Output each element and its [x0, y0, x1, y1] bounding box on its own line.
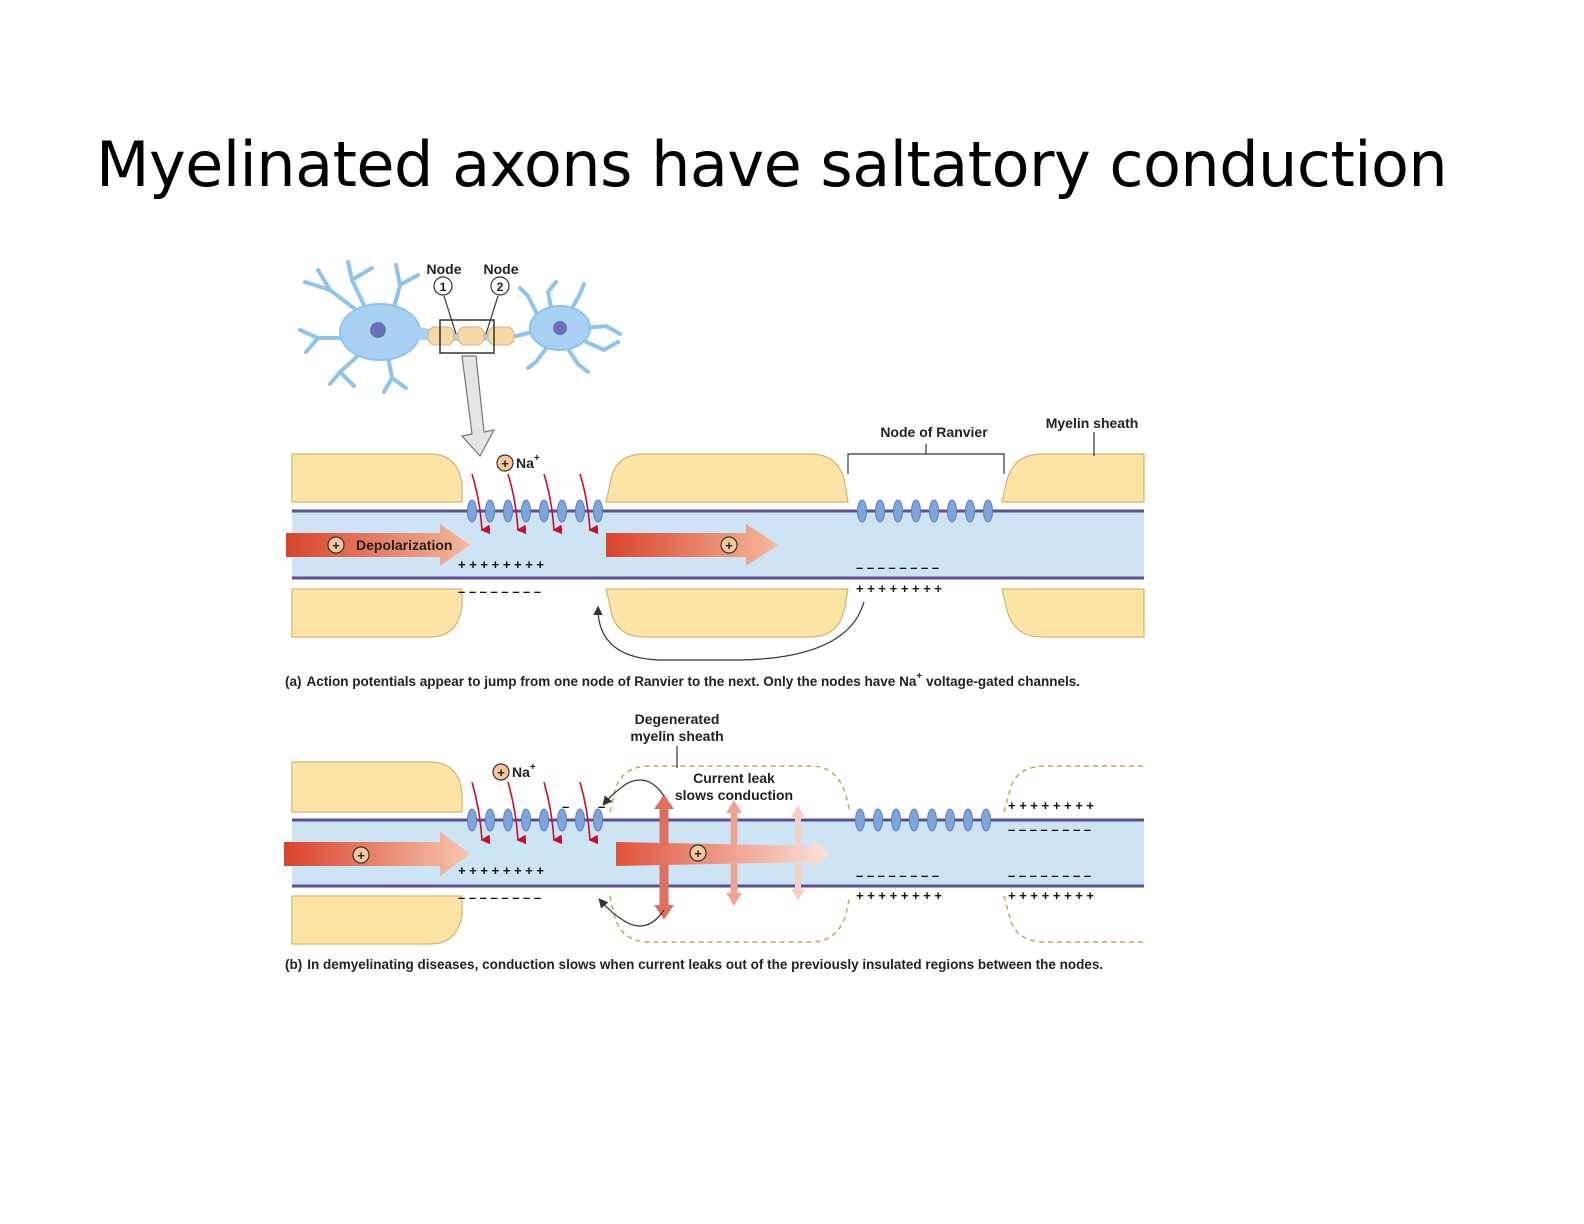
neuron-inset: Node 1 Node 2: [298, 260, 622, 458]
myelin-segment: [605, 453, 849, 503]
local-current-loop-arrow: [593, 601, 865, 661]
segment3-outside-top-charges: + + + + + + + +: [1008, 798, 1094, 813]
leak-charge-marks: –: [562, 799, 569, 814]
segment3-inside-bottom-charges: – – – – – – – –: [1008, 868, 1091, 883]
segment3-outside-bottom-charges: + + + + + + + +: [1008, 888, 1094, 903]
panel-b: + Na+ + + + + + + + + + +: [284, 711, 1144, 972]
na-label: Na+: [516, 453, 540, 471]
panel-a-caption: (a)Action potentials appear to jump from…: [285, 671, 1080, 689]
node2-marker: [490, 276, 510, 296]
degenerated-myelin-label: Degenerated: [635, 711, 720, 727]
na-label: Na+: [512, 762, 536, 780]
myelin-segment: [291, 895, 463, 945]
node-of-ranvier-bracket: [847, 444, 1005, 474]
zoom-arrow-icon: [460, 355, 496, 458]
node2-inside-charges: – – – – – – – –: [856, 868, 939, 883]
sodium-ion-icon: [496, 454, 514, 472]
na-channels-node-1: [467, 499, 603, 523]
myelin-segment: [291, 588, 463, 638]
positive-charge-icon: [720, 536, 738, 554]
node-of-ranvier-label: Node of Ranvier: [880, 424, 988, 440]
degenerated-myelin-outline: [1003, 765, 1144, 943]
propagating-current-arrow: [606, 524, 778, 566]
na-channels-node-1: [467, 808, 603, 832]
na-influx-arrows: [471, 473, 599, 535]
sodium-ion-icon: [492, 763, 510, 781]
depolarization-label: Depolarization: [356, 537, 452, 553]
sodium-plus-sign: +: [497, 765, 505, 780]
slide-title: Myelinated axons have saltatory conducti…: [96, 128, 1448, 201]
node1-inside-charges: + + + + + + + +: [458, 863, 544, 878]
node2-outside-charges: + + + + + + + +: [856, 888, 942, 903]
sodium-plus-sign: +: [501, 456, 509, 471]
node1-outside-charges: – – – – – – – –: [458, 890, 541, 905]
node1-outside-charges: – – – – – – – –: [458, 584, 541, 599]
leak-curve-arrow-top: [602, 779, 665, 806]
node2-pointer: [485, 295, 499, 335]
current-leak-label: Current leak: [693, 770, 775, 786]
panel-b-caption: (b)In demyelinating diseases, conduction…: [285, 957, 1103, 972]
left-neuron-nucleus: [370, 322, 386, 338]
node2-number: 2: [497, 280, 504, 294]
node1-inside-charges: + + + + + + + +: [458, 557, 544, 572]
na-influx-arrows: [471, 781, 599, 845]
panel-a: + Na+ + Depolarization + + + + + + + + +…: [285, 415, 1145, 689]
weakening-current-arrow: [616, 840, 830, 868]
degenerated-myelin-label: myelin sheath: [630, 728, 723, 744]
node2-inside-charges: – – – – – – – –: [856, 560, 939, 575]
node1-marker: [433, 276, 453, 296]
node2-outside-charges: + + + + + + + +: [856, 581, 942, 596]
myelin-segment: [605, 588, 849, 638]
degenerated-myelin-outline: [609, 765, 851, 943]
positive-charge-sign: +: [357, 848, 365, 863]
depolarization-arrow: [286, 524, 470, 566]
na-channels-node-2: [857, 499, 993, 523]
current-leak-arrows: [654, 794, 805, 920]
positive-charge-sign: +: [725, 538, 733, 553]
node1-label: Node: [427, 261, 462, 277]
right-neuron: [514, 280, 622, 374]
myelin-sheath-label: Myelin sheath: [1046, 415, 1139, 431]
inset-axon: [427, 326, 515, 346]
positive-charge-icon: [689, 844, 707, 862]
right-neuron-nucleus: [553, 321, 567, 335]
node1-pointer: [443, 295, 457, 335]
node1-number: 1: [440, 280, 447, 294]
depolarization-arrow: [284, 832, 470, 876]
myelin-segment: [291, 453, 463, 503]
node2-label: Node: [484, 261, 519, 277]
na-channels-node-2: [855, 808, 991, 832]
current-leak-label: slows conduction: [675, 787, 793, 803]
positive-charge-icon: [352, 846, 370, 864]
positive-charge-icon: [327, 536, 345, 554]
positive-charge-sign: +: [694, 846, 702, 861]
myelin-segment: [291, 761, 463, 813]
segment3-inside-top-charges: – – – – – – – –: [1008, 822, 1091, 837]
myelin-segment: [1001, 588, 1145, 638]
leak-charge-marks: –: [598, 799, 605, 814]
leak-curve-arrow-bottom: [598, 898, 665, 927]
zoom-box: [439, 319, 495, 354]
positive-charge-sign: +: [332, 538, 340, 553]
myelin-segment: [1001, 453, 1145, 503]
